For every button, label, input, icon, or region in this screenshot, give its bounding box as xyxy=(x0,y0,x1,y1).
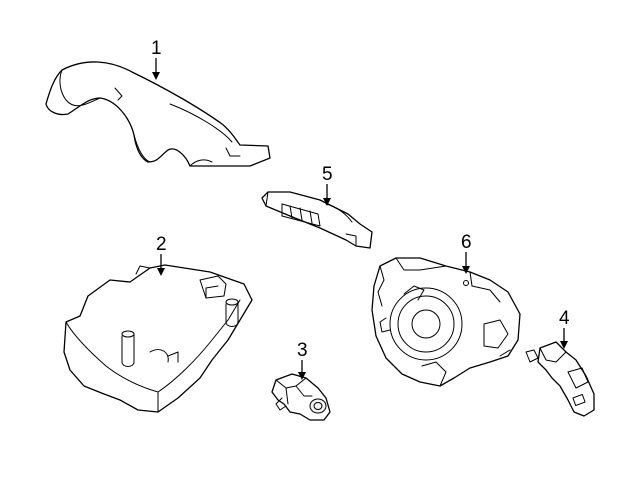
part-1-upper-shroud xyxy=(45,61,271,167)
callout-2-arrowhead xyxy=(157,268,165,276)
callout-6-number: 6 xyxy=(461,232,472,253)
callout-1: 1 xyxy=(151,38,162,80)
callout-1-number: 1 xyxy=(151,38,162,59)
part-4-wiper-switch xyxy=(525,341,595,417)
callout-5-number: 5 xyxy=(322,164,333,185)
part-2-lower-shroud xyxy=(63,264,253,413)
callout-4-arrowhead xyxy=(560,341,568,349)
callout-6: 6 xyxy=(461,232,472,274)
callout-3: 3 xyxy=(297,340,308,380)
part-5-turn-signal-switch xyxy=(261,191,373,249)
callout-3-arrowhead xyxy=(298,372,306,380)
callout-5-arrowhead xyxy=(323,198,331,206)
callout-4: 4 xyxy=(559,308,570,349)
callout-2-number: 2 xyxy=(156,234,167,255)
callout-3-number: 3 xyxy=(297,340,308,361)
callout-4-number: 4 xyxy=(559,308,570,329)
callout-2: 2 xyxy=(156,234,167,276)
callout-6-arrowhead xyxy=(462,266,470,274)
part-3-ignition-switch xyxy=(271,373,331,421)
part-6-clockspring-housing xyxy=(371,257,521,387)
callout-5: 5 xyxy=(322,164,333,206)
callout-1-arrowhead xyxy=(152,72,160,80)
